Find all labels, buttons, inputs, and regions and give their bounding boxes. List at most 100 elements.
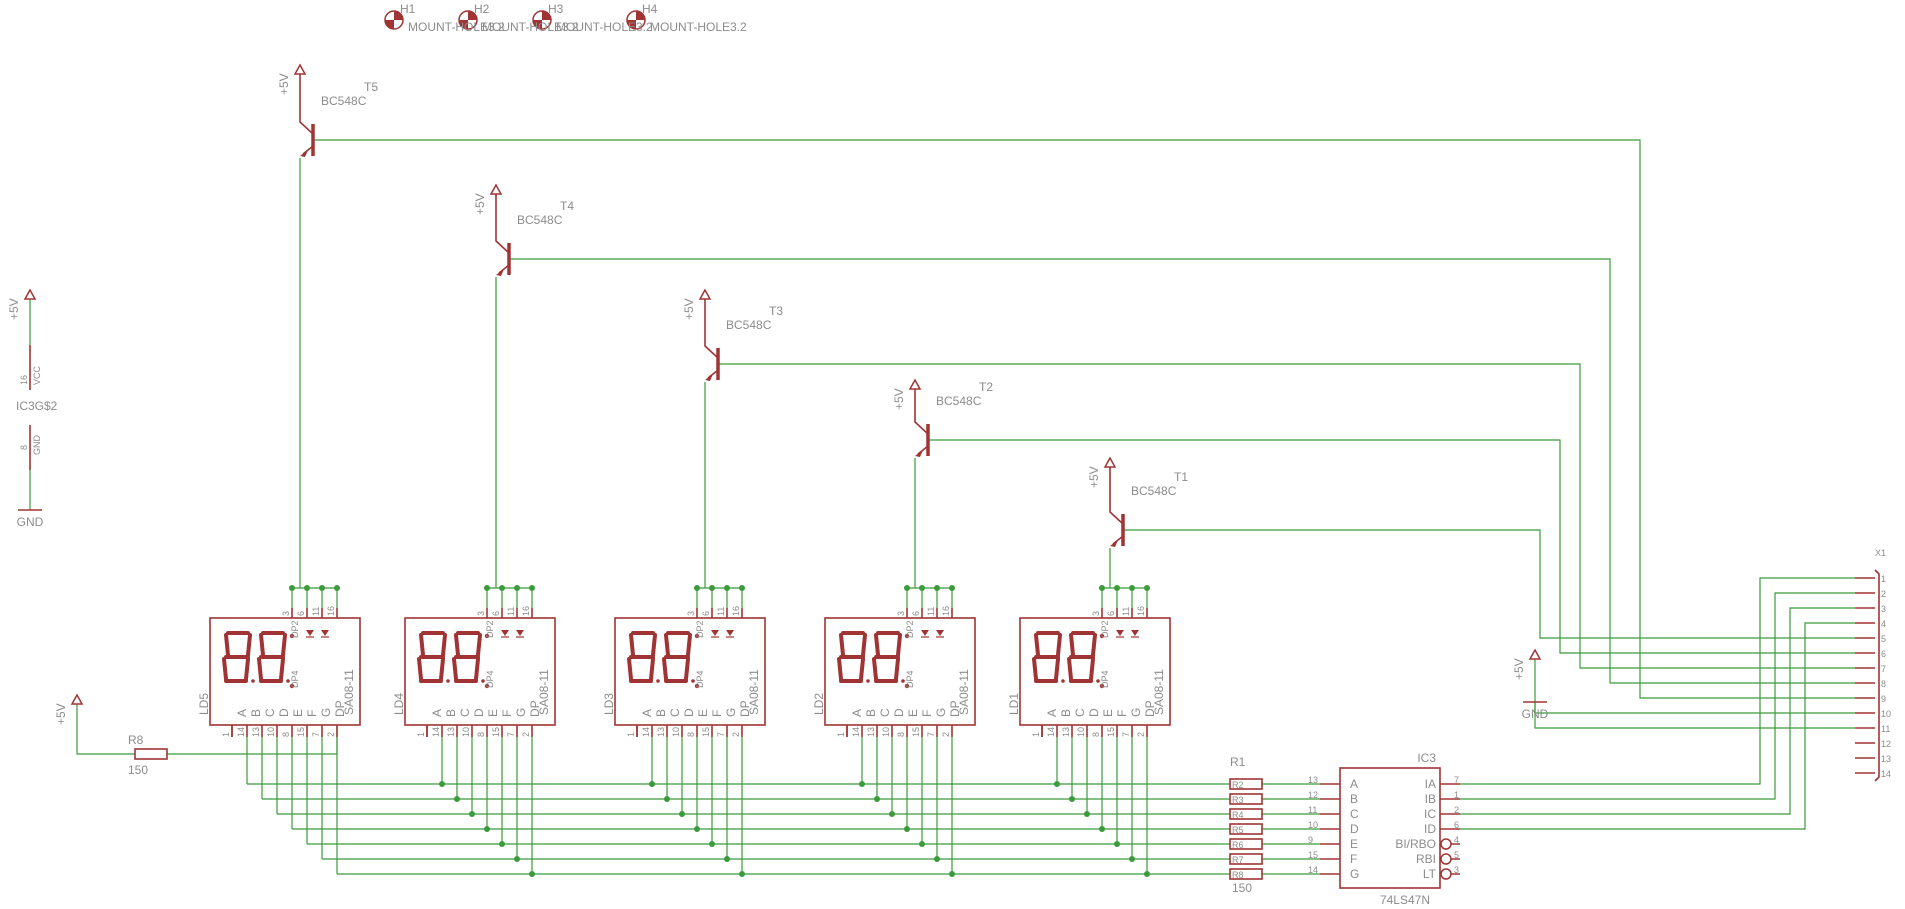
segment-stroke <box>279 657 285 681</box>
pin-number: 7 <box>926 732 936 737</box>
pin-number: 2 <box>1136 732 1146 737</box>
ic3-pin-num: 2 <box>1454 805 1459 815</box>
dp-mark: DP2 <box>905 620 915 638</box>
segment-stroke <box>1089 657 1095 681</box>
display-name: LD4 <box>392 693 406 715</box>
junction-dot <box>319 585 325 591</box>
pin-number: 15 <box>1106 727 1116 737</box>
segment-letter: DP <box>738 700 752 717</box>
x1-pin-num: 5 <box>1881 634 1886 644</box>
segment-letter: B <box>444 709 458 717</box>
dp-mark: DP4 <box>905 670 915 688</box>
segment-letter: DP <box>333 700 347 717</box>
segment-stroke <box>1067 657 1073 681</box>
transistor-collector <box>914 389 929 435</box>
x1-pin-num: 1 <box>1881 574 1886 584</box>
vcc-label: +5V <box>277 73 291 95</box>
pin-number: 8 <box>19 445 29 450</box>
pin-number: 14 <box>851 727 861 737</box>
gnd-label: GND <box>17 515 44 529</box>
decimal-point <box>481 679 485 683</box>
components <box>18 10 1880 889</box>
decimal-point <box>251 679 255 683</box>
x1-pin-num: 13 <box>1881 754 1891 764</box>
pin-number: 6 <box>911 611 921 616</box>
junction-dot <box>739 871 745 877</box>
junction-dot <box>1069 796 1075 802</box>
segment-stroke <box>259 633 265 657</box>
transistor-value: BC548C <box>1131 484 1177 498</box>
mount-hole-name: H4 <box>642 2 658 16</box>
junction-dot <box>1084 811 1090 817</box>
x1-pin-num: 3 <box>1881 604 1886 614</box>
pin-number: 10 <box>1076 727 1086 737</box>
base-wire <box>1123 529 1855 639</box>
pin-number: 16 <box>941 606 951 616</box>
junction-dot <box>664 796 670 802</box>
segment-letter: C <box>878 708 892 717</box>
junction-dot <box>919 585 925 591</box>
ic3-pin-num: 13 <box>1308 775 1318 785</box>
segment-stroke <box>1032 657 1038 681</box>
resistor-network-element <box>1229 853 1263 865</box>
segment-letter: A <box>430 709 444 717</box>
transistor-name: T3 <box>769 304 783 318</box>
segment-letter: C <box>263 708 277 717</box>
pin-number: 14 <box>236 727 246 737</box>
ic3-pin-num: 12 <box>1308 790 1318 800</box>
segment-letter: C <box>668 708 682 717</box>
segment-stroke <box>1034 633 1040 657</box>
pin-number: 6 <box>296 611 306 616</box>
pin-number: 13 <box>251 727 261 737</box>
segment-stroke <box>896 633 902 657</box>
segment-letter: B <box>654 709 668 717</box>
segment-letter: D <box>682 708 696 717</box>
dp-mark: DP2 <box>695 620 705 638</box>
display-value: SA08-11 <box>537 669 551 715</box>
segment-letter: G <box>319 708 333 717</box>
segment-stroke <box>1056 633 1062 657</box>
junction-dot <box>904 585 910 591</box>
vcc-arrow-icon <box>489 183 503 195</box>
display-value: SA08-11 <box>1152 669 1166 715</box>
dp-dot <box>484 633 490 639</box>
transistor-value: BC548C <box>726 318 772 332</box>
segment-letter: E <box>291 709 305 717</box>
segment-stroke <box>684 657 690 681</box>
junction-dot <box>529 871 535 877</box>
junction-dot <box>724 856 730 862</box>
led-diode-icon <box>321 630 329 636</box>
display-value: SA08-11 <box>957 669 971 715</box>
pin-number: 2 <box>941 732 951 737</box>
junction-dot <box>1144 871 1150 877</box>
display-name: LD3 <box>602 693 616 715</box>
segment-stroke <box>246 633 252 657</box>
resistor-r8 <box>134 748 168 760</box>
resistor-network-element <box>1229 823 1263 835</box>
junction-dot <box>529 585 535 591</box>
junction-dot <box>694 826 700 832</box>
junction-dot <box>469 811 475 817</box>
base-wire <box>928 439 1855 654</box>
pin-number: 10 <box>461 727 471 737</box>
x1-name: X1 <box>1875 548 1886 558</box>
transistor-collector <box>299 74 314 135</box>
segment-stroke <box>452 657 458 681</box>
emitter-arrow-icon <box>300 150 308 157</box>
x1-pin-num: 11 <box>1881 724 1890 734</box>
ic3-output-wire <box>1460 622 1855 830</box>
display-body <box>824 617 976 726</box>
pin-number: 16 <box>521 606 531 616</box>
segment-stroke <box>859 657 865 681</box>
pin-number: 3 <box>1091 611 1101 616</box>
segment-stroke <box>441 633 447 657</box>
display-name: LD2 <box>812 693 826 715</box>
pin-number: 1 <box>626 732 636 737</box>
ic3-pin-name: ID <box>1424 822 1436 836</box>
junction-dot <box>304 585 310 591</box>
pin-number: 2 <box>326 732 336 737</box>
junction-dot <box>499 585 505 591</box>
mount-hole-quadrant <box>468 11 477 20</box>
segment-stroke <box>872 657 878 681</box>
vcc-label: +5V <box>54 703 68 725</box>
